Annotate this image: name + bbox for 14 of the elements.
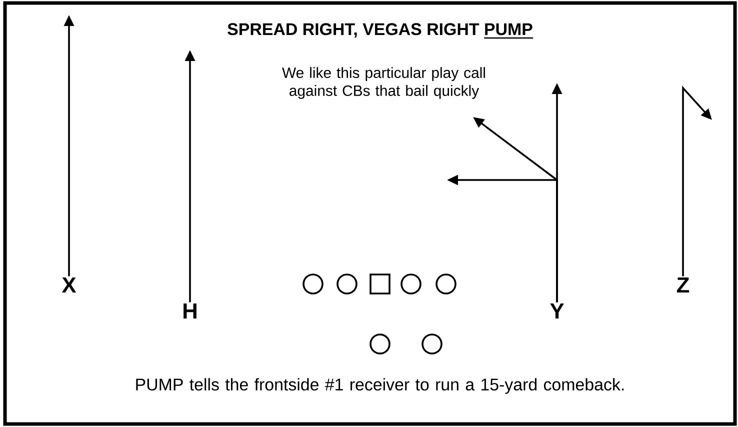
caption: PUMP tells the frontside #1 receiver to run a 15-yard comeback. (136, 378, 624, 394)
player-circle (370, 334, 390, 354)
center-square (370, 274, 390, 294)
title: SPREAD RIGHT, VEGAS RIGHT PUMP (228, 23, 532, 38)
player-letter: Y (550, 303, 564, 319)
player-letter: X (62, 277, 76, 293)
note: We like this particular play call against CBs that bail quickly (282, 67, 485, 99)
player-circle (336, 274, 358, 294)
player-letter: H (184, 303, 196, 319)
player-circle (422, 334, 442, 354)
player-circle (436, 274, 456, 294)
player-circle (400, 274, 422, 294)
player-letter: Z (676, 277, 690, 293)
player-circle (302, 274, 324, 294)
